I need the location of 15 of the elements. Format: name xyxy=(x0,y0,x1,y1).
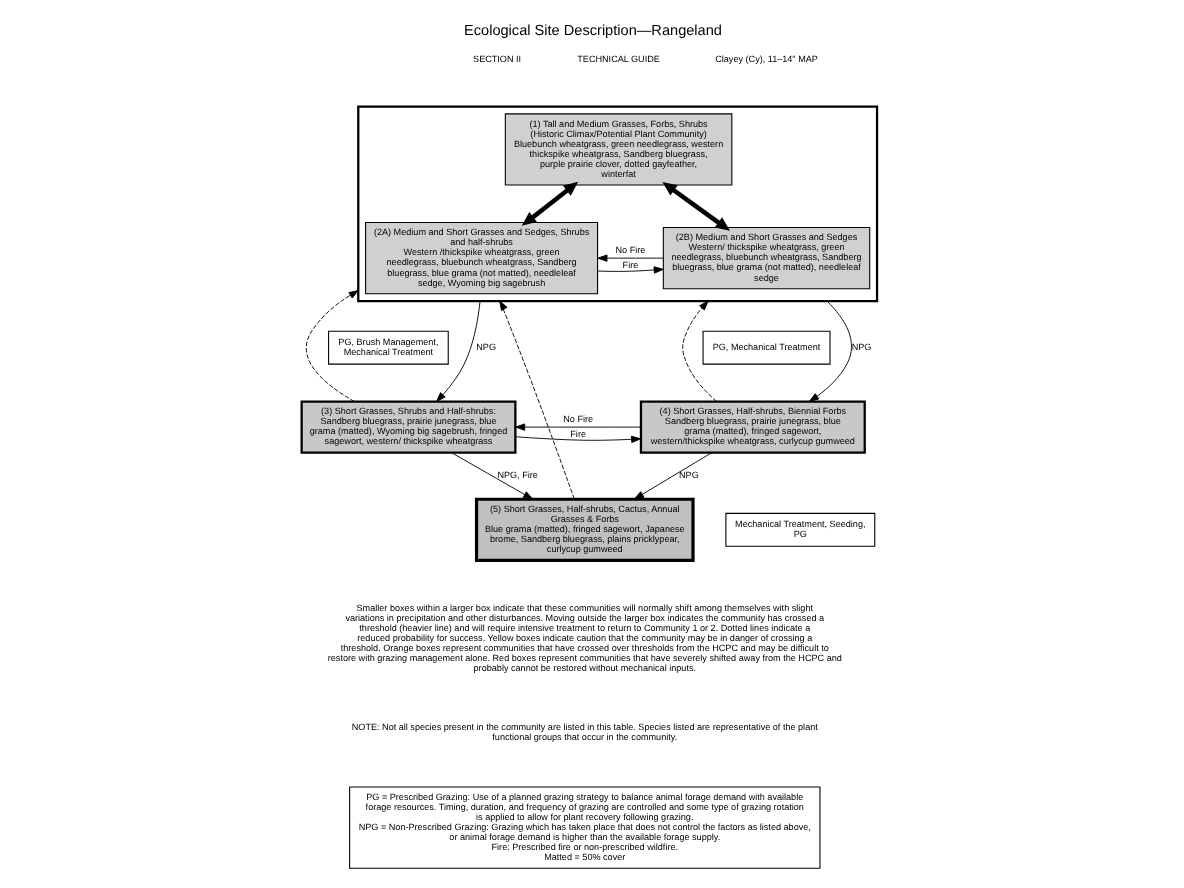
arrow xyxy=(807,300,851,402)
arrow xyxy=(450,452,533,500)
arrow xyxy=(514,435,641,443)
cluster xyxy=(356,105,878,303)
arrow xyxy=(661,182,730,231)
arrow xyxy=(596,266,663,274)
diagram-title: Ecological Site Description—Rangeland xyxy=(463,21,721,40)
arrow xyxy=(498,300,574,500)
arrow xyxy=(514,423,641,431)
arrow xyxy=(304,290,358,402)
arrow xyxy=(633,452,712,500)
arrow xyxy=(681,300,717,402)
arrow xyxy=(596,254,663,262)
arrow xyxy=(520,181,578,226)
arrow xyxy=(435,300,480,402)
